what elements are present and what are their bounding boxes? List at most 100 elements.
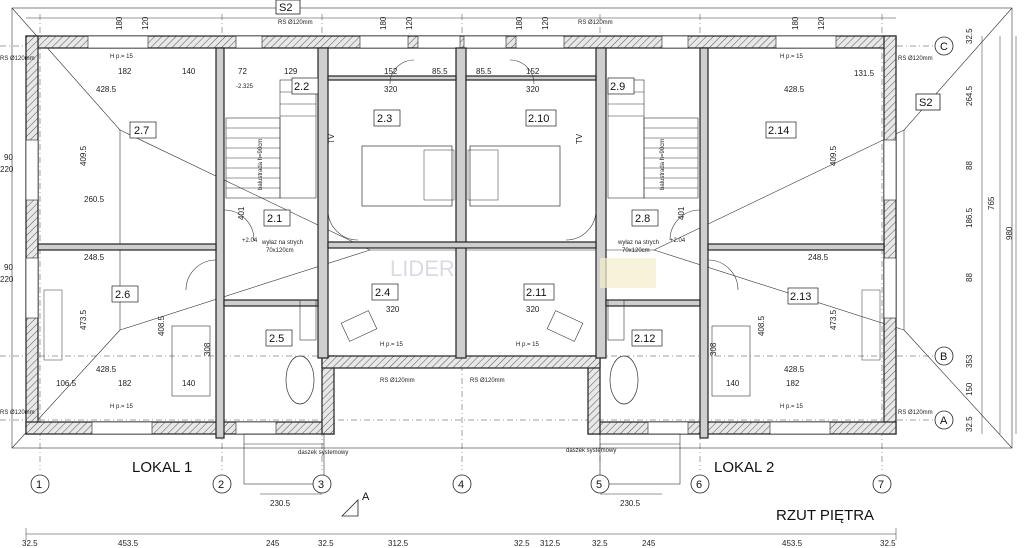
dim-182-a: 182 <box>118 67 132 76</box>
axis-1: 1 <box>36 479 42 491</box>
sill-height-4: H p.= 15 <box>780 404 804 410</box>
attic-hatch-1-b: 70x120cm <box>266 248 294 254</box>
dim-129: 129 <box>284 67 298 76</box>
sill-height-1: H p.= 15 <box>110 54 134 60</box>
right-dim-3: 186.5 <box>965 207 974 228</box>
bottom-dim-6: 312.5 <box>540 539 561 548</box>
dim-230-5-b: 230.5 <box>620 499 641 508</box>
dim-106-5: 106.5 <box>56 379 77 388</box>
dim-473-5-b: 473.5 <box>829 309 838 330</box>
bottom-dim-2: 245 <box>266 539 280 548</box>
axis-2: 2 <box>218 479 224 491</box>
dim-320-b: 320 <box>526 85 540 94</box>
dim-72: 72 <box>238 67 247 76</box>
dim-248-5-a: 248.5 <box>84 253 105 262</box>
dim-320-d: 320 <box>526 305 540 314</box>
dim-140-a: 140 <box>182 67 196 76</box>
right-dim-1: 264.5 <box>965 85 974 106</box>
sill-height-6: H p.= 15 <box>516 342 540 348</box>
top-dim-6: 180 <box>791 16 800 30</box>
dim-408-5-a: 408.5 <box>157 315 166 336</box>
right-dim-total-b: 980 <box>1005 226 1014 240</box>
room-2-13: 2.13 <box>790 291 811 303</box>
axis-5: 5 <box>596 479 602 491</box>
dim-85-5-a: 85.5 <box>432 67 448 76</box>
left-dim-0: 90 <box>4 153 13 162</box>
dim-428-5-c: 428.5 <box>784 365 805 374</box>
axis-A: A <box>940 415 948 427</box>
top-dim-1: 120 <box>141 16 150 30</box>
axis-6: 6 <box>696 479 702 491</box>
axis-3: 3 <box>318 479 324 491</box>
room-2-6: 2.6 <box>115 289 130 301</box>
section-marks: S2 S2 A <box>275 0 941 517</box>
dim-140-c: 140 <box>726 379 740 388</box>
dim-248-5-b: 248.5 <box>808 253 829 262</box>
dim-309-b: 308 <box>709 342 718 356</box>
room-2-10: 2.10 <box>528 113 549 125</box>
bottom-dim-1: 453.5 <box>118 539 139 548</box>
dim-320-a: 320 <box>384 85 398 94</box>
bottom-dim-0: 32.5 <box>22 539 38 548</box>
room-2-14: 2.14 <box>768 125 789 137</box>
dim-182-b: 182 <box>118 379 132 388</box>
section-arrow-label: A <box>362 491 370 503</box>
top-dim-4: 180 <box>515 16 524 30</box>
bottom-dim-5: 32.5 <box>514 539 530 548</box>
vent-label-6: RS Ø120mm <box>898 410 933 416</box>
attic-hatch-2-b: 70x120cm <box>622 248 650 254</box>
room-labels: 2.7 2.2 2.3 2.10 2.9 2.14 2.1 2.8 2.6 2.… <box>111 77 819 347</box>
tv-label-2: TV <box>575 133 584 144</box>
room-2-1: 2.1 <box>267 213 282 225</box>
top-dim-5: 120 <box>541 16 550 30</box>
dim-152-a: 152 <box>384 67 398 76</box>
room-2-12: 2.12 <box>634 333 655 345</box>
room-2-5: 2.5 <box>269 333 284 345</box>
staircase-right <box>607 79 699 199</box>
interior-walls <box>37 47 885 439</box>
left-dim-3: 220 <box>0 275 14 284</box>
staircase-left <box>225 79 317 199</box>
room-2-8: 2.8 <box>635 213 650 225</box>
bottom-dim-3: 32.5 <box>318 539 334 548</box>
top-dim-0: 180 <box>115 16 124 30</box>
vent-label-1: RS Ø120mm <box>278 20 313 26</box>
canopy-label-1: daszek systemowy <box>298 450 348 456</box>
inner-dimensions: 428.5 182 140 72 129 320 152 85.5 85.5 1… <box>56 67 875 508</box>
room-2-4: 2.4 <box>375 287 390 299</box>
top-dim-2: 180 <box>379 16 388 30</box>
dim-152-b: 152 <box>526 67 540 76</box>
dim-260-5: 260.5 <box>84 195 105 204</box>
sill-height-3: H p.= 15 <box>110 404 134 410</box>
top-dim-7: 120 <box>817 16 826 30</box>
dim-409-5-b: 409.5 <box>829 145 838 166</box>
dim-428-5-d: 428.5 <box>784 85 805 94</box>
dim-140-b: 140 <box>182 379 196 388</box>
axis-7: 7 <box>878 479 884 491</box>
dim-408-5-b: 408.5 <box>757 315 766 336</box>
dim-320-c: 320 <box>386 305 400 314</box>
attic-hatch-2-a: wyłaz na strych <box>617 240 659 246</box>
room-2-3: 2.3 <box>377 113 392 125</box>
sill-height-2: H p.= 15 <box>780 54 804 60</box>
outer-dimensions: 32.5 453.5 245 32.5 312.5 32.5 312.5 32.… <box>0 16 1014 548</box>
vent-label-5: RS Ø120mm <box>0 410 35 416</box>
stairs-note-2: balustrada h=90cm <box>660 139 666 190</box>
right-dim-2: 88 <box>965 161 974 170</box>
dimension-lines <box>25 17 1017 540</box>
bottom-dim-7: 32.5 <box>592 539 608 548</box>
right-dim-6: 150 <box>965 382 974 396</box>
canopy-label-2: daszek systemowy <box>566 448 616 454</box>
dim-401-a: 401 <box>237 206 246 220</box>
right-dim-0: 32.5 <box>965 28 974 44</box>
room-2-11: 2.11 <box>526 287 547 299</box>
unit-label-1: LOKAL 1 <box>132 459 192 476</box>
room-2-2: 2.2 <box>294 81 309 93</box>
vent-label-2: RS Ø120mm <box>578 20 613 26</box>
bottom-dim-4: 312.5 <box>388 539 409 548</box>
vent-label-4: RS Ø120mm <box>898 56 933 62</box>
right-dim-total-a: 765 <box>987 196 996 210</box>
dim-428-5-a: 428.5 <box>96 85 117 94</box>
level-1: +2.04 <box>242 238 258 244</box>
